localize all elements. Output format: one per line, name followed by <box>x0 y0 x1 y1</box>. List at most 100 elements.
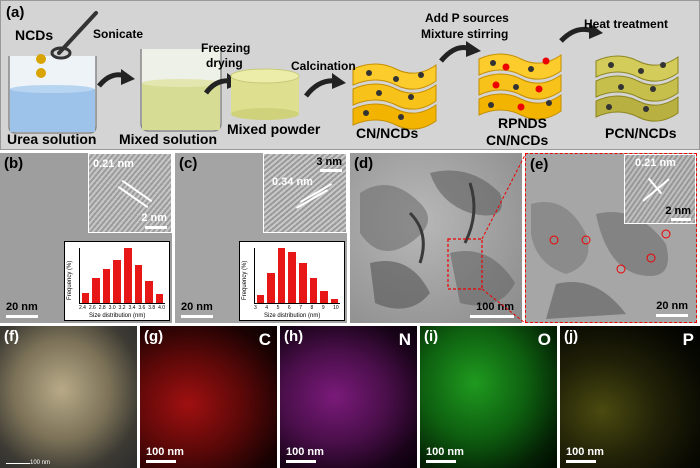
histogram-b: Frequency (%) Size distribution (nm) 2.4… <box>64 241 170 321</box>
ncd-dot <box>36 68 46 78</box>
pcn-ncds-sheets <box>595 55 679 122</box>
hist-c-tick-label: 4 <box>265 305 269 311</box>
scalebar-g <box>146 460 176 463</box>
hist-c-tick-label: 7 <box>299 305 302 311</box>
hist-c-tick-label: 3 <box>254 305 257 311</box>
sonicate-label: Sonicate <box>93 27 144 41</box>
hist-b-tick-label: 3.0 <box>108 305 116 311</box>
scale-label-c: 20 nm <box>181 301 213 313</box>
mixture-stirring-label: Mixture stirring <box>421 27 509 41</box>
cn-ncds-sheets <box>352 63 437 130</box>
scalebar-e <box>656 314 688 317</box>
panel-e: 0.21 nm 2 nm (e) 20 nm <box>525 153 697 323</box>
scalebar-b <box>6 315 38 318</box>
hist-c-xlabel: Size distribution (nm) <box>264 313 321 319</box>
scalebar-j <box>566 460 596 463</box>
hist-b-tick-label: 3.8 <box>148 305 156 311</box>
scalebar-d <box>470 315 514 318</box>
panel-a-label: (a) <box>6 4 25 21</box>
ncds-label: NCDs <box>15 27 54 43</box>
pcn-ncds-label: PCN/NCDs <box>605 125 677 141</box>
hist-b-bar <box>155 294 164 303</box>
hist-b-tick-label: 2.6 <box>88 305 96 311</box>
hist-c-bar <box>256 294 265 303</box>
hist-c-tick-label: 6 <box>287 305 291 311</box>
inset-scalebar-c <box>320 169 342 172</box>
panel-j-label: (j) <box>564 328 579 345</box>
inset-scale-b: 2 nm <box>141 212 167 224</box>
panel-c: (c) 0.34 nm 3 nm Frequency (%) Size dist… <box>175 153 347 323</box>
panel-h: (h) N 100 nm <box>280 326 417 468</box>
ncd-dot <box>36 54 46 64</box>
inset-scale-e: 2 nm <box>665 205 691 217</box>
hist-b-bar <box>113 260 121 303</box>
hist-b-tick-label: 3.6 <box>138 305 146 311</box>
arrow-3 <box>304 78 337 98</box>
hist-b-tick-label: 3.4 <box>128 305 136 311</box>
panel-i-label: (i) <box>424 328 439 345</box>
scale-label-h: 100 nm <box>286 446 324 458</box>
scale-label-i: 100 nm <box>426 446 464 458</box>
drying-label: drying <box>206 56 243 70</box>
panel-a: (a) <box>0 0 700 150</box>
cn-ncds-label: CN/NCDs <box>356 125 419 141</box>
rpnds-sheets <box>478 53 562 120</box>
panel-d: (d) 100 nm <box>350 153 522 323</box>
panel-b-label: (b) <box>4 155 24 172</box>
panel-d-label: (d) <box>354 155 374 172</box>
panel-f: (f) 100 nm <box>0 326 137 468</box>
hist-c-tick-label: 10 <box>333 305 339 311</box>
inset-scalebar-b <box>145 226 167 229</box>
inset-scale-c: 3 nm <box>316 156 342 168</box>
scale-label-f: 100 nm <box>30 460 51 466</box>
hist-b-bar <box>102 268 111 303</box>
hist-c-bar <box>277 248 286 303</box>
hist-b-tick-label: 3.2 <box>118 305 126 311</box>
tem-texture-e <box>531 202 671 319</box>
hist-b-tick-label: 4.0 <box>158 305 166 311</box>
element-p-label: P <box>682 330 694 349</box>
panel-f-label: (f) <box>4 328 19 345</box>
scale-label-d: 100 nm <box>476 301 514 313</box>
rpnds-label: RPNDS <box>498 115 548 131</box>
panel-c-label: (c) <box>179 155 198 172</box>
hrtem-inset-b: 0.21 nm 2 nm <box>88 153 172 233</box>
scale-label-g: 100 nm <box>146 446 184 458</box>
panel-i: (i) O 100 nm <box>420 326 557 468</box>
scalebar-f <box>6 463 30 464</box>
hist-b-tick-label: 2.8 <box>98 305 106 311</box>
hrtem-inset-c: 0.34 nm 3 nm <box>263 153 347 233</box>
panel-g-label: (g) <box>144 328 164 345</box>
scale-label-e: 20 nm <box>656 300 688 312</box>
hist-b-ylabel: Frequency (%) <box>67 260 73 300</box>
hrtem-inset-e: 0.21 nm 2 nm <box>624 154 696 224</box>
fringe-line-c2 <box>295 189 329 209</box>
freezing-label: Freezing <box>201 41 251 55</box>
element-n-label: N <box>398 330 411 349</box>
panel-j: (j) P 100 nm <box>560 326 700 468</box>
panel-e-label: (e) <box>530 156 549 173</box>
mixed-powder-label: Mixed powder <box>227 121 321 137</box>
hist-b-bar <box>145 281 153 303</box>
fringe-line-e <box>642 178 670 202</box>
hist-c-bar <box>309 278 318 303</box>
panel-h-label: (h) <box>284 328 304 345</box>
hist-c-ylabel: Frequency (%) <box>242 260 248 300</box>
tem-texture-d <box>360 170 515 309</box>
element-o-label: O <box>537 330 551 349</box>
hist-b-xlabel: Size distribution (nm) <box>89 313 146 319</box>
arrow-5 <box>559 26 594 43</box>
inset-scalebar-e <box>671 218 691 221</box>
scale-label-j: 100 nm <box>566 446 604 458</box>
hist-b-bar <box>92 278 100 303</box>
hist-c-tick-label: 9 <box>321 305 325 311</box>
mixed-powder-disc <box>230 68 300 120</box>
mixed-solution-label: Mixed solution <box>119 131 217 147</box>
hist-c-bar <box>320 290 328 303</box>
panel-g: (g) C 100 nm <box>140 326 277 468</box>
hist-c-tick-label: 8 <box>310 305 314 311</box>
fringe-label-b: 0.21 nm <box>93 158 134 170</box>
add-p-label: Add P sources <box>425 11 509 25</box>
scalebar-i <box>426 460 456 463</box>
